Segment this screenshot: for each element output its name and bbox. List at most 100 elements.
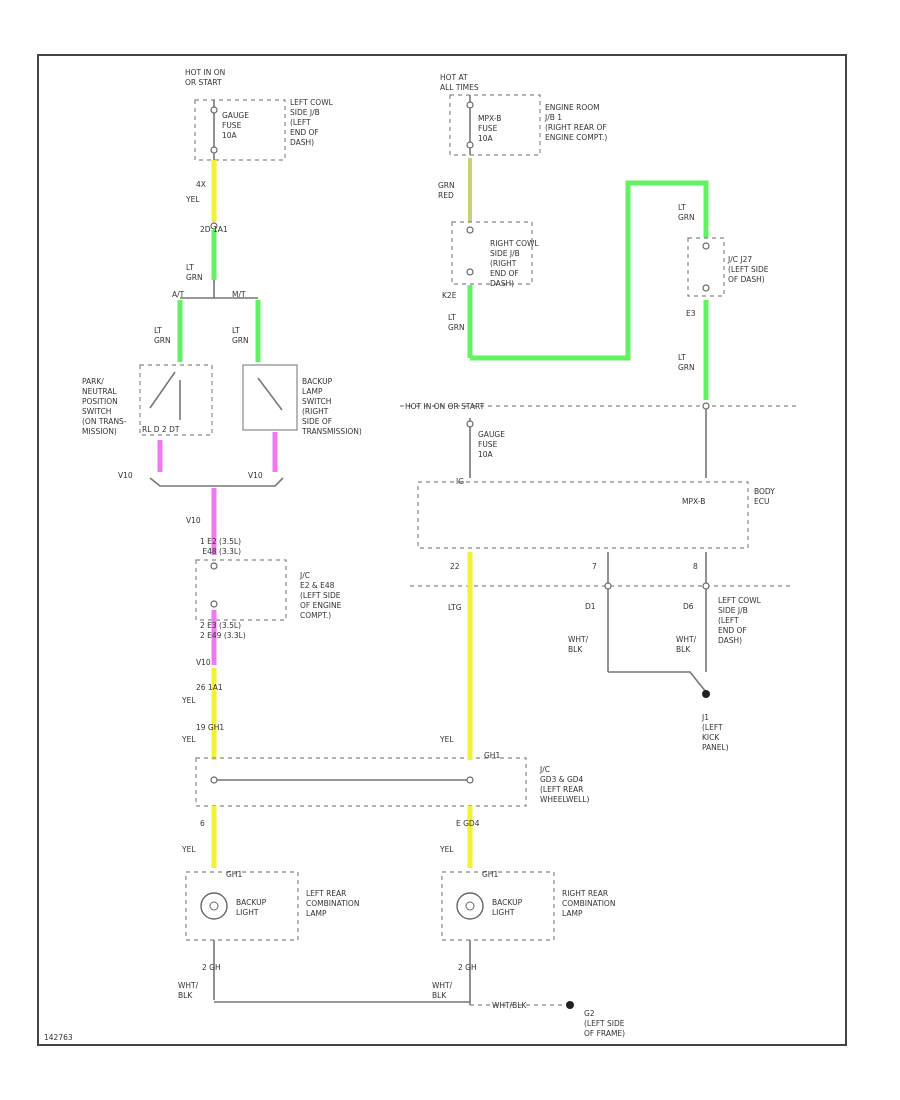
label-line: COMBINATION bbox=[306, 899, 359, 908]
label-line: V10 bbox=[118, 471, 133, 480]
label-line: GD3 & GD4 bbox=[540, 775, 584, 784]
label-line: E2 & E48 bbox=[300, 581, 335, 590]
label-pin-v10-a: V10 bbox=[118, 471, 133, 480]
label-pin-d1: D1 bbox=[585, 602, 596, 611]
label-line: LIGHT bbox=[492, 908, 515, 917]
label-line: LT bbox=[186, 263, 194, 272]
label-line: (LEFT REAR bbox=[540, 785, 583, 794]
label-line: GRN bbox=[678, 213, 695, 222]
v10-join bbox=[149, 477, 284, 487]
connector-dot bbox=[210, 222, 218, 230]
label-line: V10 bbox=[196, 658, 211, 667]
fuse-terminal bbox=[466, 101, 474, 109]
label-conn-e2: 1 E2 (3.5L) E48 (3.3L) bbox=[200, 537, 241, 556]
label-line: V10 bbox=[248, 471, 263, 480]
label-w-whtblk-4: WHT/BLK bbox=[432, 981, 453, 1000]
label-line: WHT/ bbox=[432, 981, 453, 990]
label-line: (LEFT bbox=[718, 616, 739, 625]
label-pin-6: 6 bbox=[200, 819, 205, 828]
label-line: MPX-B bbox=[682, 497, 705, 506]
fuse-terminal bbox=[466, 141, 474, 149]
label-line: (LEFT SIDE bbox=[584, 1019, 625, 1028]
fuse-terminal bbox=[210, 146, 218, 154]
label-line: J1 bbox=[701, 713, 709, 722]
label-pin-ig: IG bbox=[456, 477, 464, 486]
fuse-terminal bbox=[466, 420, 474, 428]
label-line: 26 1A1 bbox=[196, 683, 223, 692]
lamp-filament bbox=[465, 901, 475, 911]
label-line: J/C J27 bbox=[727, 255, 752, 264]
label-line: MISSION) bbox=[82, 427, 117, 436]
label-line: YEL bbox=[181, 735, 196, 744]
label-line: K2E bbox=[442, 291, 457, 300]
label-line: LT bbox=[678, 203, 686, 212]
label-line: DASH) bbox=[290, 138, 314, 147]
label-line: ECU bbox=[754, 497, 769, 506]
label-line: 6 bbox=[200, 819, 205, 828]
label-line: LAMP bbox=[306, 909, 327, 918]
label-pin-gh1: GH1 bbox=[484, 751, 500, 760]
label-line: GRN bbox=[232, 336, 249, 345]
label-line: (RIGHT bbox=[490, 259, 517, 268]
label-line: GRN bbox=[438, 181, 455, 190]
label-sw-mt: M/T bbox=[232, 290, 246, 299]
label-pin-k2e: K2E bbox=[442, 291, 457, 300]
label-line: DASH) bbox=[718, 636, 742, 645]
label-line: END OF bbox=[490, 269, 519, 278]
label-line: YEL bbox=[181, 845, 196, 854]
label-w-yel-3: YEL bbox=[181, 735, 196, 744]
label-line: OF DASH) bbox=[728, 275, 765, 284]
label-line: DASH) bbox=[490, 279, 514, 288]
label-pn-pins: RL D 2 DT bbox=[142, 425, 180, 434]
label-line: 8 bbox=[693, 562, 698, 571]
label-line: GH1 bbox=[482, 870, 498, 879]
label-line: (RIGHT REAR OF bbox=[545, 123, 607, 132]
label-line: BLK bbox=[432, 991, 447, 1000]
label-line: LT bbox=[678, 353, 686, 362]
label-pin-e3: E3 bbox=[686, 309, 696, 318]
right-backup-lamp-icon bbox=[456, 892, 484, 920]
label-w-yel-1: YEL bbox=[185, 195, 200, 204]
label-line: 4X bbox=[196, 180, 206, 189]
label-line: A/T bbox=[172, 290, 185, 299]
label-w-whtblk-2: WHT/BLK bbox=[676, 635, 697, 654]
label-line: GAUGE bbox=[478, 430, 505, 439]
label-line: SIDE OF bbox=[302, 417, 332, 426]
left-cowl-jb-box bbox=[194, 99, 286, 161]
label-line: YEL bbox=[439, 845, 454, 854]
label-line: NEUTRAL bbox=[82, 387, 117, 396]
connector-dot bbox=[210, 600, 218, 608]
label-line: LTG bbox=[448, 603, 462, 612]
label-line: HOT AT bbox=[440, 73, 468, 82]
label-pin-gh1-c: GH1 bbox=[482, 870, 498, 879]
label-w-whtblk-1: WHT/BLK bbox=[568, 635, 589, 654]
label-w-whtblk-3: WHT/BLK bbox=[178, 981, 199, 1000]
label-sw-at: A/T bbox=[172, 290, 185, 299]
label-line: LT bbox=[448, 313, 456, 322]
label-line: J/B 1 bbox=[544, 113, 562, 122]
label-line: 22 bbox=[450, 562, 460, 571]
connector-dot bbox=[702, 402, 710, 410]
jc-gd3-box bbox=[195, 757, 527, 807]
right-lamp-box bbox=[441, 871, 555, 941]
label-line: SWITCH bbox=[82, 407, 111, 416]
label-line: BLK bbox=[178, 991, 193, 1000]
label-line: 10A bbox=[478, 450, 494, 459]
label-line: 2 E49 (3.3L) bbox=[200, 631, 246, 640]
connector-dot bbox=[702, 284, 710, 292]
label-line: SIDE J/B bbox=[290, 108, 320, 117]
label-line: COMBINATION bbox=[562, 899, 615, 908]
body-ecu-box bbox=[417, 481, 749, 549]
label-line: 10A bbox=[478, 134, 494, 143]
